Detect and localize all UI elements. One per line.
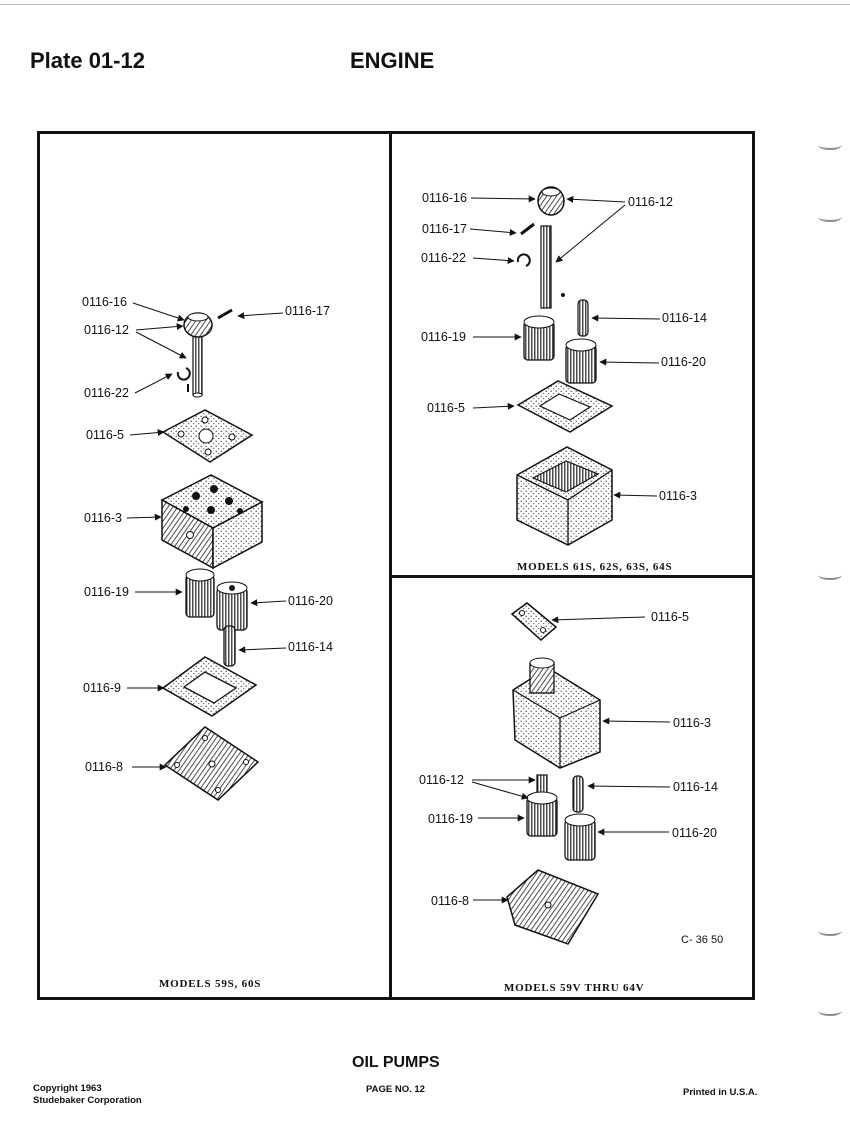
callout-label: 0116-19 (421, 330, 466, 344)
page-number: PAGE NO. 12 (366, 1084, 425, 1095)
callout-label: 0116-19 (84, 585, 129, 599)
callout-label: 0116-14 (288, 640, 333, 654)
callout-label: 0116-22 (84, 386, 129, 400)
callout-label: 0116-5 (427, 401, 465, 415)
panel-divider-horizontal (391, 575, 752, 578)
callout-label: 0116-19 (428, 812, 473, 826)
callout-label: 0116-3 (673, 716, 711, 730)
panel-caption: MODELS 59S, 60S (159, 978, 262, 990)
panel-divider-vertical (389, 131, 392, 997)
drive-gear-shaft (183, 312, 213, 398)
callout-label: 0116-17 (285, 304, 330, 318)
panel-caption: MODELS 61S, 62S, 63S, 64S (517, 561, 673, 573)
callout-label: 0116-17 (422, 222, 467, 236)
callout-label: 0116-3 (659, 489, 697, 503)
callout-label: 0116-12 (628, 195, 673, 209)
callout-label: 0116-5 (651, 610, 689, 624)
copyright: Copyright 1963 (33, 1083, 102, 1094)
callout-label: 0116-8 (431, 894, 469, 908)
pump-body (160, 474, 264, 570)
callout-label: 0116-14 (662, 311, 707, 325)
printed-in: Printed in U.S.A. (683, 1087, 758, 1098)
page-top-rule (0, 4, 850, 5)
page-title: OIL PUMPS (352, 1054, 440, 1071)
callout-label: 0116-8 (85, 760, 123, 774)
panel-caption: MODELS 59V THRU 64V (504, 982, 645, 994)
diagram-frame (37, 131, 755, 1000)
left-panel-artwork (126, 302, 287, 801)
idler-pin (223, 625, 236, 667)
drawing-code: C- 36 50 (681, 934, 724, 946)
callout-label: 0116-20 (288, 594, 333, 608)
pump-gears-left (185, 568, 248, 631)
callout-label: 0116-5 (86, 428, 124, 442)
bottom-right-panel-artwork (471, 602, 671, 945)
callout-label: 0116-20 (672, 826, 717, 840)
callout-label: 0116-3 (84, 511, 122, 525)
callout-label: 0116-22 (421, 251, 466, 265)
callout-label: 0116-16 (82, 295, 127, 309)
pin (217, 308, 233, 320)
callout-label: 0116-16 (422, 191, 467, 205)
callout-label: 0116-9 (83, 681, 121, 695)
plate-number: Plate 01-12 (30, 48, 145, 73)
callout-label: 0116-14 (673, 780, 718, 794)
section-title: ENGINE (350, 48, 435, 73)
callout-label: 0116-20 (661, 355, 706, 369)
corporation: Studebaker Corporation (33, 1095, 142, 1106)
callout-label: 0116-12 (419, 773, 464, 787)
top-right-panel-artwork (469, 186, 661, 546)
clip (176, 367, 191, 381)
callout-label: 0116-12 (84, 323, 129, 337)
